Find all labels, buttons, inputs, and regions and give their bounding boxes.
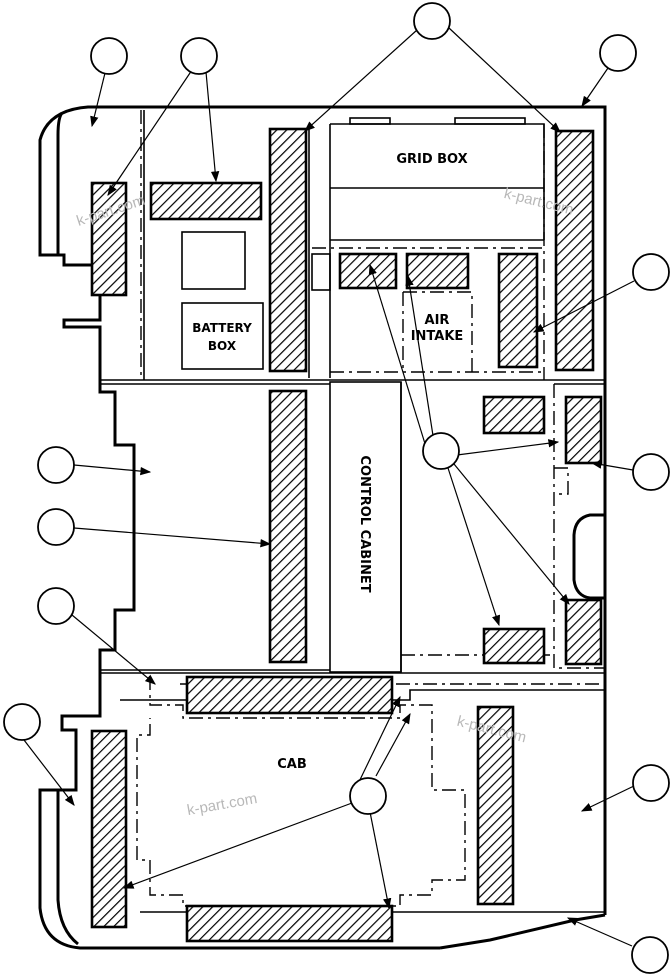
callout-circle-6 [422,432,460,470]
panel-grid-right [554,129,595,372]
callout-circle-12 [349,777,387,815]
callout-circle-2 [180,37,218,75]
watermark-4: k-part.com [186,790,259,819]
air-intake: AIR INTAKE [402,291,473,372]
leader-lines [23,27,637,947]
callout-circle-3 [413,2,451,40]
hatched-panels [90,127,603,943]
callout-circle-8 [37,446,75,484]
panel-right-4 [482,627,546,665]
panel-cab-bottom [185,904,394,943]
callout-circle-7 [632,453,670,491]
panel-tall-1 [268,127,308,373]
callout-circle-9 [37,508,75,546]
battery-label-line1: BATTERY [192,321,252,335]
callout-circle-14 [631,936,669,974]
grid-box: GRID BOX [311,117,545,378]
panel-right-3 [564,598,603,666]
callout-circle-10 [37,587,75,625]
panel-right-1 [482,395,546,435]
panel-grid-small-1 [338,252,398,290]
panel-battery-top [149,181,263,221]
panel-control-left [268,389,308,664]
panel-cab-left [90,729,128,929]
panel-nose-left [90,181,128,297]
callout-circle-5 [632,253,670,291]
cab-label: CAB [277,757,307,772]
callout-bubbles [3,2,670,974]
battery-box: BATTERY BOX [181,231,264,370]
panel-cab-right [476,705,515,906]
panel-right-2 [564,395,603,465]
callout-circle-13 [632,764,670,802]
control-cabinet-label: CONTROL CABINET [357,455,372,592]
callout-circle-4 [599,34,637,72]
panel-cab-top [185,675,394,715]
grid-box-label: GRID BOX [396,152,467,167]
air-intake-line1: AIR [425,313,450,328]
callout-circle-11 [3,703,41,741]
callout-circle-1 [90,37,128,75]
panel-grid-small-2 [405,252,470,290]
control-cabinet: CONTROL CABINET [329,381,402,673]
air-intake-line2: INTAKE [411,329,464,344]
body-outline [38,105,607,950]
panel-grid-vert [497,252,539,369]
battery-label-line2: BOX [208,339,237,353]
